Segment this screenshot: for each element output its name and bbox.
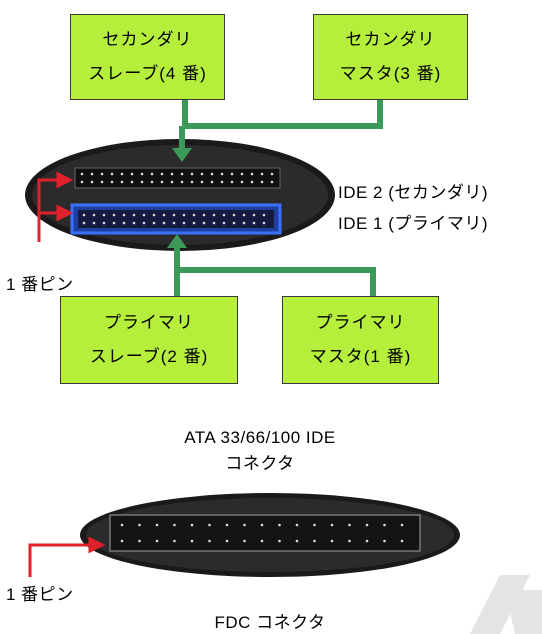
pin1-label-bottom: 1 番ピン: [6, 585, 74, 604]
primary-bracket: [174, 267, 376, 296]
fdc-pins: [120, 523, 404, 543]
primary-master-line2: マスタ(1 番): [309, 347, 412, 366]
connector-lines: [174, 100, 383, 296]
secondary-master-box: セカンダリ マスタ(3 番): [313, 14, 468, 100]
secondary-master-line2: マスタ(3 番): [339, 64, 442, 83]
ide1-pins: [82, 213, 266, 225]
secondary-master-line1: セカンダリ: [345, 30, 436, 49]
secondary-bracket: [182, 100, 383, 129]
ata-caption-line1: ATA 33/66/100 IDE: [184, 428, 336, 447]
ide2-header: [74, 167, 281, 189]
pin1-label-top: 1 番ピン: [6, 275, 74, 294]
ide1-inner: [78, 210, 274, 228]
ide2-pins: [80, 172, 274, 184]
pin1-marker-top: [37, 171, 74, 242]
fdc-connector-photo: [80, 493, 460, 577]
primary-slave-box: プライマリ スレーブ(2 番): [60, 296, 238, 384]
pin1-marker-bottom: [28, 536, 106, 577]
secondary-slave-line2: スレーブ(4 番): [88, 64, 207, 83]
ata-caption: ATA 33/66/100 IDE コネクタ: [150, 425, 370, 477]
primary-master-box: プライマリ マスタ(1 番): [282, 296, 439, 384]
ide1-label: IDE 1 (プライマリ): [338, 214, 489, 233]
secondary-slave-box: セカンダリ スレーブ(4 番): [70, 14, 225, 100]
ide2-label: IDE 2 (セカンダリ): [338, 183, 489, 202]
arrow-down-icon: [172, 148, 192, 162]
logo-watermark: [470, 575, 542, 634]
primary-slave-line2: スレーブ(2 番): [89, 347, 209, 366]
fdc-header: [109, 514, 421, 552]
fdc-caption: FDC コネクタ: [214, 613, 326, 632]
primary-slave-line1: プライマリ: [104, 313, 194, 332]
ide-connector-photo: [25, 139, 335, 251]
primary-master-line1: プライマリ: [315, 313, 406, 332]
secondary-slave-line1: セカンダリ: [102, 30, 193, 49]
arrow-up-icon: [167, 234, 187, 248]
ata-caption-line2: コネクタ: [225, 454, 295, 473]
